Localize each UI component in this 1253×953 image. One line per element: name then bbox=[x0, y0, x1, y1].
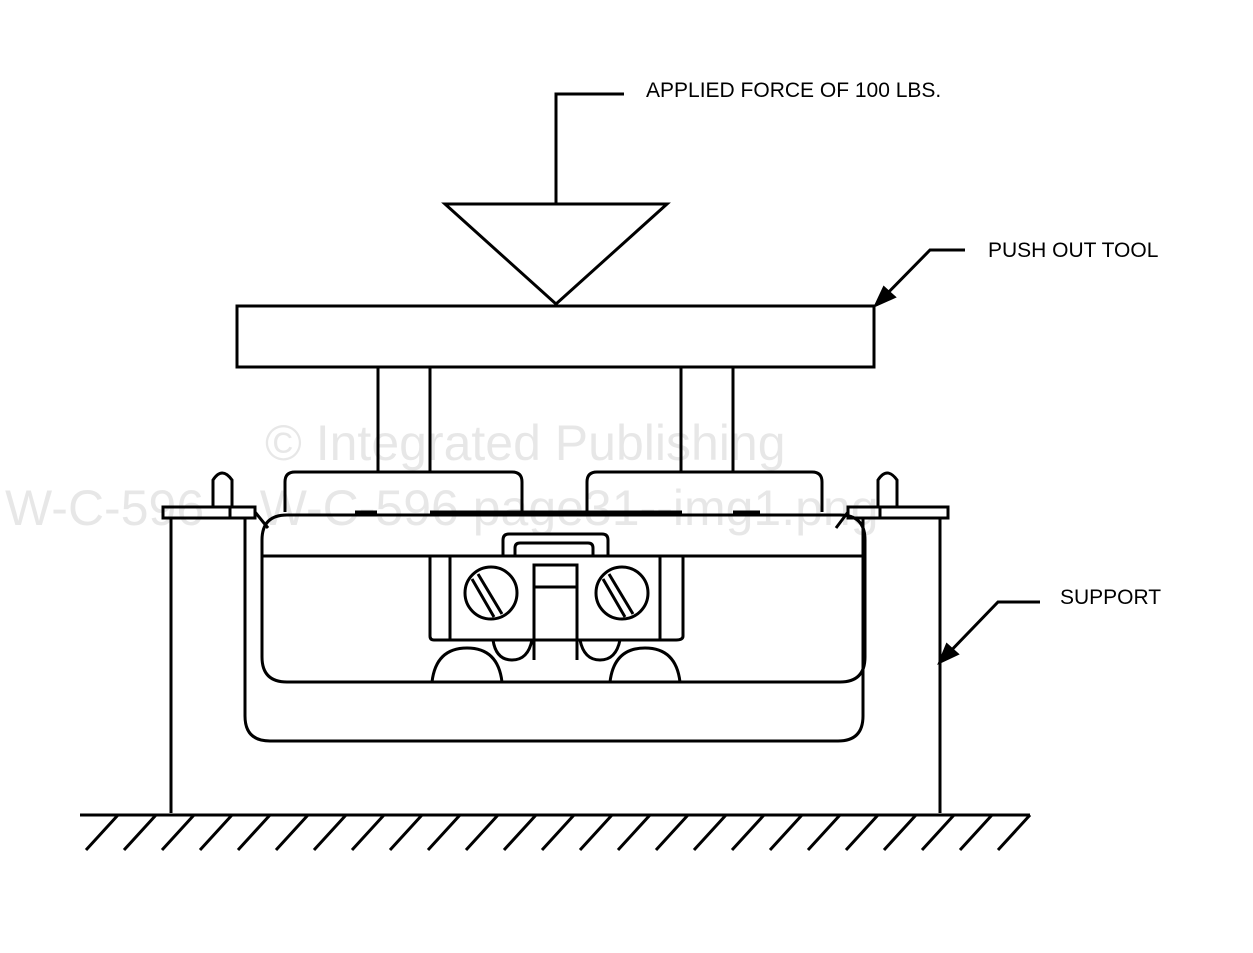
hatch-line bbox=[578, 813, 614, 852]
hatch-line bbox=[388, 813, 424, 852]
hatch-line bbox=[312, 813, 348, 852]
hatch-line bbox=[464, 813, 500, 852]
push-out-tool-leader bbox=[872, 248, 965, 309]
locating-pins bbox=[211, 471, 899, 507]
hatch-line bbox=[768, 813, 804, 852]
applied-force-label: APPLIED FORCE OF 100 LBS. bbox=[646, 79, 941, 102]
hatch-line bbox=[616, 813, 652, 852]
hatch-line bbox=[236, 813, 272, 852]
hatch-line bbox=[806, 813, 842, 852]
hatch-line bbox=[730, 813, 766, 852]
hatch-line bbox=[122, 813, 158, 852]
hatch-line bbox=[350, 813, 386, 852]
hatch-line bbox=[274, 813, 310, 852]
push-out-tool-posts bbox=[376, 367, 735, 472]
watermark-line1: © Integrated Publishing bbox=[265, 415, 786, 471]
ground-hatching bbox=[80, 813, 1032, 852]
support-leader bbox=[937, 600, 1040, 666]
tool-pads bbox=[283, 470, 824, 512]
applied-force-indicator bbox=[441, 92, 671, 307]
support-label: SUPPORT bbox=[1060, 586, 1161, 609]
hatch-line bbox=[654, 813, 690, 852]
hatch-line bbox=[502, 813, 538, 852]
contact-bumps bbox=[430, 639, 682, 683]
push-out-tool-label: PUSH OUT TOOL bbox=[988, 239, 1158, 262]
hatch-line bbox=[996, 813, 1032, 852]
support-fixture bbox=[161, 505, 950, 813]
device-body bbox=[260, 510, 867, 684]
hatch-line bbox=[426, 813, 462, 852]
hatch-line bbox=[844, 813, 880, 852]
hatch-line bbox=[198, 813, 234, 852]
hatch-line bbox=[540, 813, 576, 852]
hatch-line bbox=[160, 813, 196, 852]
terminal-screws bbox=[463, 565, 650, 621]
hatch-line bbox=[958, 813, 994, 852]
hatch-line bbox=[920, 813, 956, 852]
push-out-tool-bar bbox=[235, 304, 876, 369]
hatch-line bbox=[882, 813, 918, 852]
hatch-line bbox=[84, 813, 120, 852]
hatch-line bbox=[692, 813, 728, 852]
watermark-line2: W-C-596 W-C-596 page31--img1.png bbox=[5, 480, 879, 536]
